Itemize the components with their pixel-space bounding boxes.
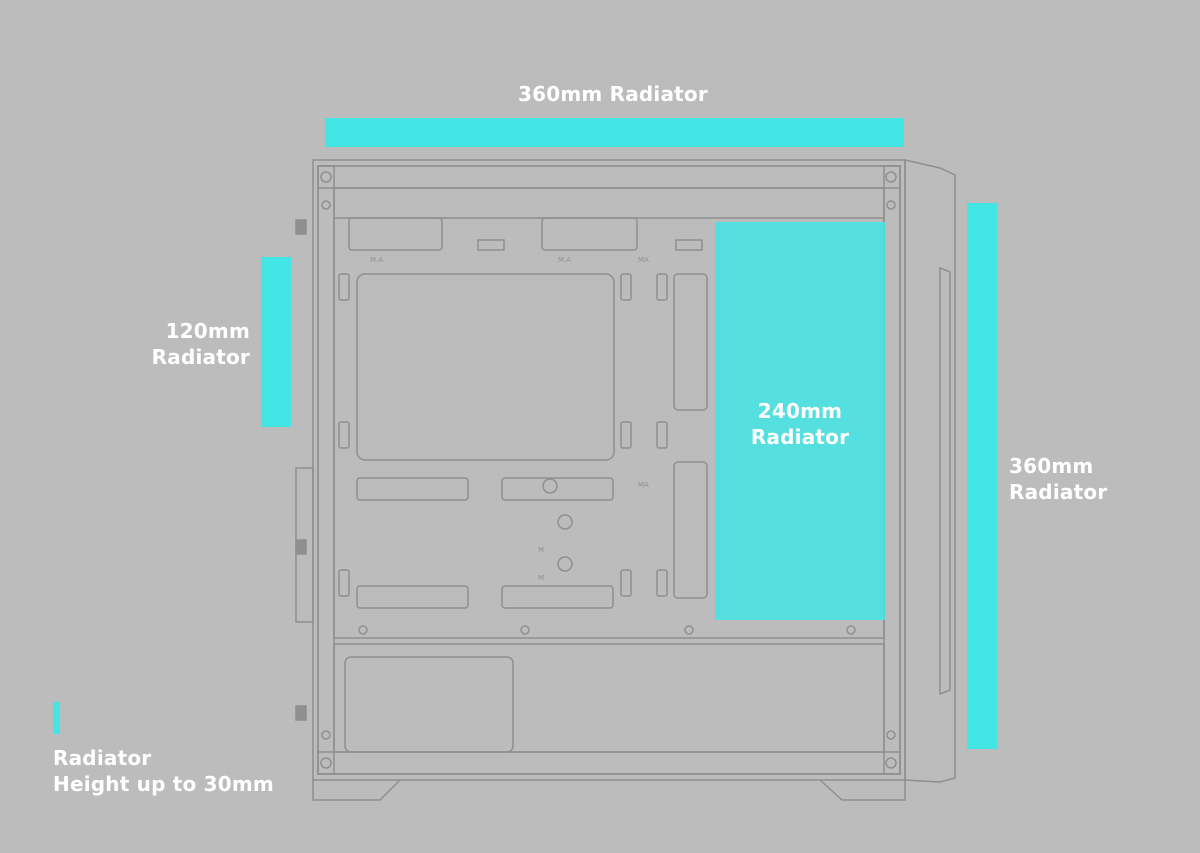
front-inner-label-line2: Radiator <box>750 425 850 449</box>
top-rail <box>317 165 901 189</box>
psu-cutout <box>344 656 514 753</box>
rear-radiator-label: 120mm Radiator <box>150 318 250 370</box>
cable-cutout-right-upper <box>673 273 708 411</box>
legend-swatch <box>53 702 60 734</box>
top-radiator-label: 360mm Radiator <box>518 81 708 107</box>
front-outer-label-line2: Radiator <box>1009 480 1108 504</box>
rear-thumbscrew-mid <box>295 539 307 555</box>
cable-cutout-top-mid <box>541 217 638 251</box>
legend-label: Radiator Height up to 30mm <box>53 745 274 797</box>
front-foot <box>819 779 906 801</box>
front-outer-radiator-bar <box>967 203 997 749</box>
top-radiator-label-text: 360mm Radiator <box>518 82 708 106</box>
front-bezel-vent <box>939 266 951 696</box>
slot-1 <box>356 477 469 501</box>
front-rail <box>883 165 901 775</box>
front-inner-radiator-label: 240mm Radiator <box>715 398 885 450</box>
screw-holes <box>320 171 897 769</box>
rear-radiator-label-line1: 120mm <box>165 319 250 343</box>
rear-thumbscrew-bottom <box>295 705 307 721</box>
tie-points <box>338 273 668 597</box>
legend-line2: Height up to 30mm <box>53 772 274 796</box>
bottom-rail <box>317 751 901 775</box>
mount-marking-1: M.A <box>370 256 384 264</box>
slot-2 <box>501 477 614 501</box>
rear-radiator-bar <box>261 257 291 427</box>
rear-thumbscrew-top <box>295 219 307 235</box>
front-bezel <box>904 159 956 783</box>
rear-rail <box>317 165 335 775</box>
cable-tie-1 <box>477 239 505 251</box>
cable-cutout-right-lower <box>673 461 708 599</box>
rear-radiator-label-line2: Radiator <box>151 345 250 369</box>
rear-foot <box>312 779 401 801</box>
legend-line1: Radiator <box>53 746 152 770</box>
front-inner-label-line1: 240mm <box>757 399 843 423</box>
front-inner-radiator-bar <box>715 222 885 620</box>
psu-shroud <box>333 643 885 753</box>
cable-tie-2 <box>675 239 703 251</box>
slot-4 <box>501 585 614 609</box>
cpu-backplate-cutout <box>356 273 615 461</box>
front-outer-radiator-label: 360mm Radiator <box>1009 453 1107 505</box>
mount-marking-3: MA <box>638 256 649 264</box>
front-outer-label-line1: 360mm <box>1009 454 1094 478</box>
top-radiator-bar <box>325 118 904 147</box>
mount-marking-5: M <box>538 546 545 554</box>
mount-marking-2: M.A <box>558 256 572 264</box>
cable-cutout-top-left <box>348 217 443 251</box>
mount-marking-4: MA <box>638 481 649 489</box>
slot-3 <box>356 585 469 609</box>
mount-marking-6: M <box>538 574 545 582</box>
